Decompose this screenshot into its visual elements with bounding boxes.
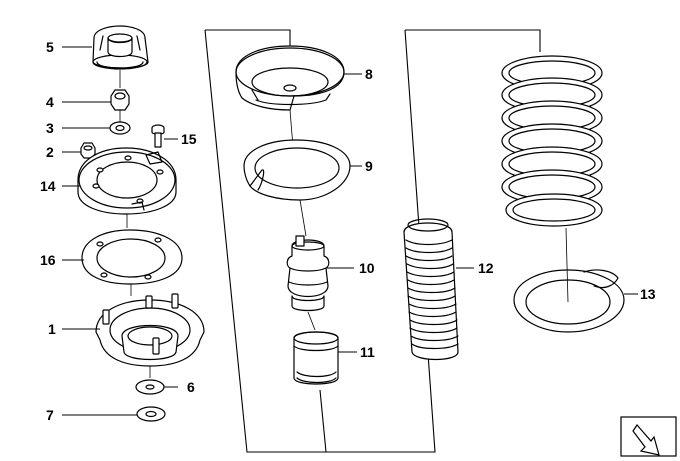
callout-8: 8: [365, 66, 373, 82]
callout-16: 16: [40, 252, 56, 268]
callout-10: 10: [359, 260, 375, 276]
callout-6: 6: [187, 379, 195, 395]
part-5-protective-cap[interactable]: [92, 25, 149, 70]
assembly-frame: [204, 29, 541, 453]
part-16-gasket[interactable]: [81, 229, 183, 285]
leader-lines: [62, 46, 638, 416]
part-2-nut[interactable]: [80, 142, 96, 159]
arrow-down-left-icon: [620, 416, 677, 457]
callout-9: 9: [365, 158, 373, 174]
callout-12: 12: [478, 260, 494, 276]
callout-5: 5: [46, 39, 54, 55]
callout-3: 3: [46, 120, 54, 136]
part-4-hex-nut[interactable]: [110, 89, 130, 111]
part-10-bump-stop[interactable]: [286, 235, 330, 312]
part-6-washer[interactable]: [135, 379, 165, 395]
part-3-washer[interactable]: [109, 121, 131, 135]
part-7-washer[interactable]: [136, 406, 166, 422]
callout-4: 4: [46, 94, 54, 110]
part-14-support-plate[interactable]: [77, 147, 177, 215]
callout-7: 7: [46, 407, 54, 423]
callout-1: 1: [48, 321, 56, 337]
callout-13: 13: [640, 286, 656, 302]
part-15-bolt[interactable]: [151, 124, 165, 148]
part-11-protection-tube[interactable]: [293, 331, 339, 385]
callout-11: 11: [360, 344, 375, 360]
callout-2: 2: [46, 144, 54, 160]
part-1-strut-mount[interactable]: [95, 293, 205, 367]
part-12-dust-bellows[interactable]: [403, 218, 459, 361]
coil-spring[interactable]: [501, 55, 603, 227]
part-9-spring-pad[interactable]: [243, 139, 351, 201]
callout-15: 15: [181, 131, 197, 147]
part-8-upper-spring-seat[interactable]: [235, 45, 345, 111]
callout-14: 14: [40, 178, 56, 194]
part-13-lower-spring-pad[interactable]: [513, 269, 625, 333]
